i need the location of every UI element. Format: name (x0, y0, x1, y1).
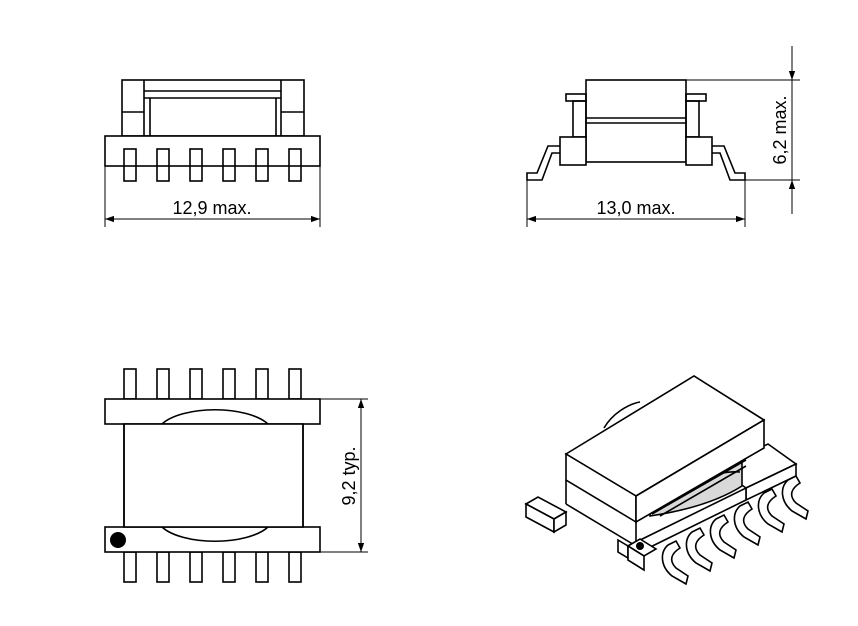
pitch-label: 9,2 typ. (339, 446, 359, 505)
side-view (526, 46, 800, 227)
front-view (104, 79, 321, 227)
side-width-label: 13,0 max. (596, 198, 675, 218)
iso-pin1-marker (636, 542, 644, 550)
pin1-marker-dot (110, 532, 126, 548)
front-width-label: 12,9 max. (172, 198, 251, 218)
isometric-view (524, 375, 809, 586)
height-label: 6,2 max. (770, 95, 790, 164)
bottom-view (104, 368, 368, 583)
